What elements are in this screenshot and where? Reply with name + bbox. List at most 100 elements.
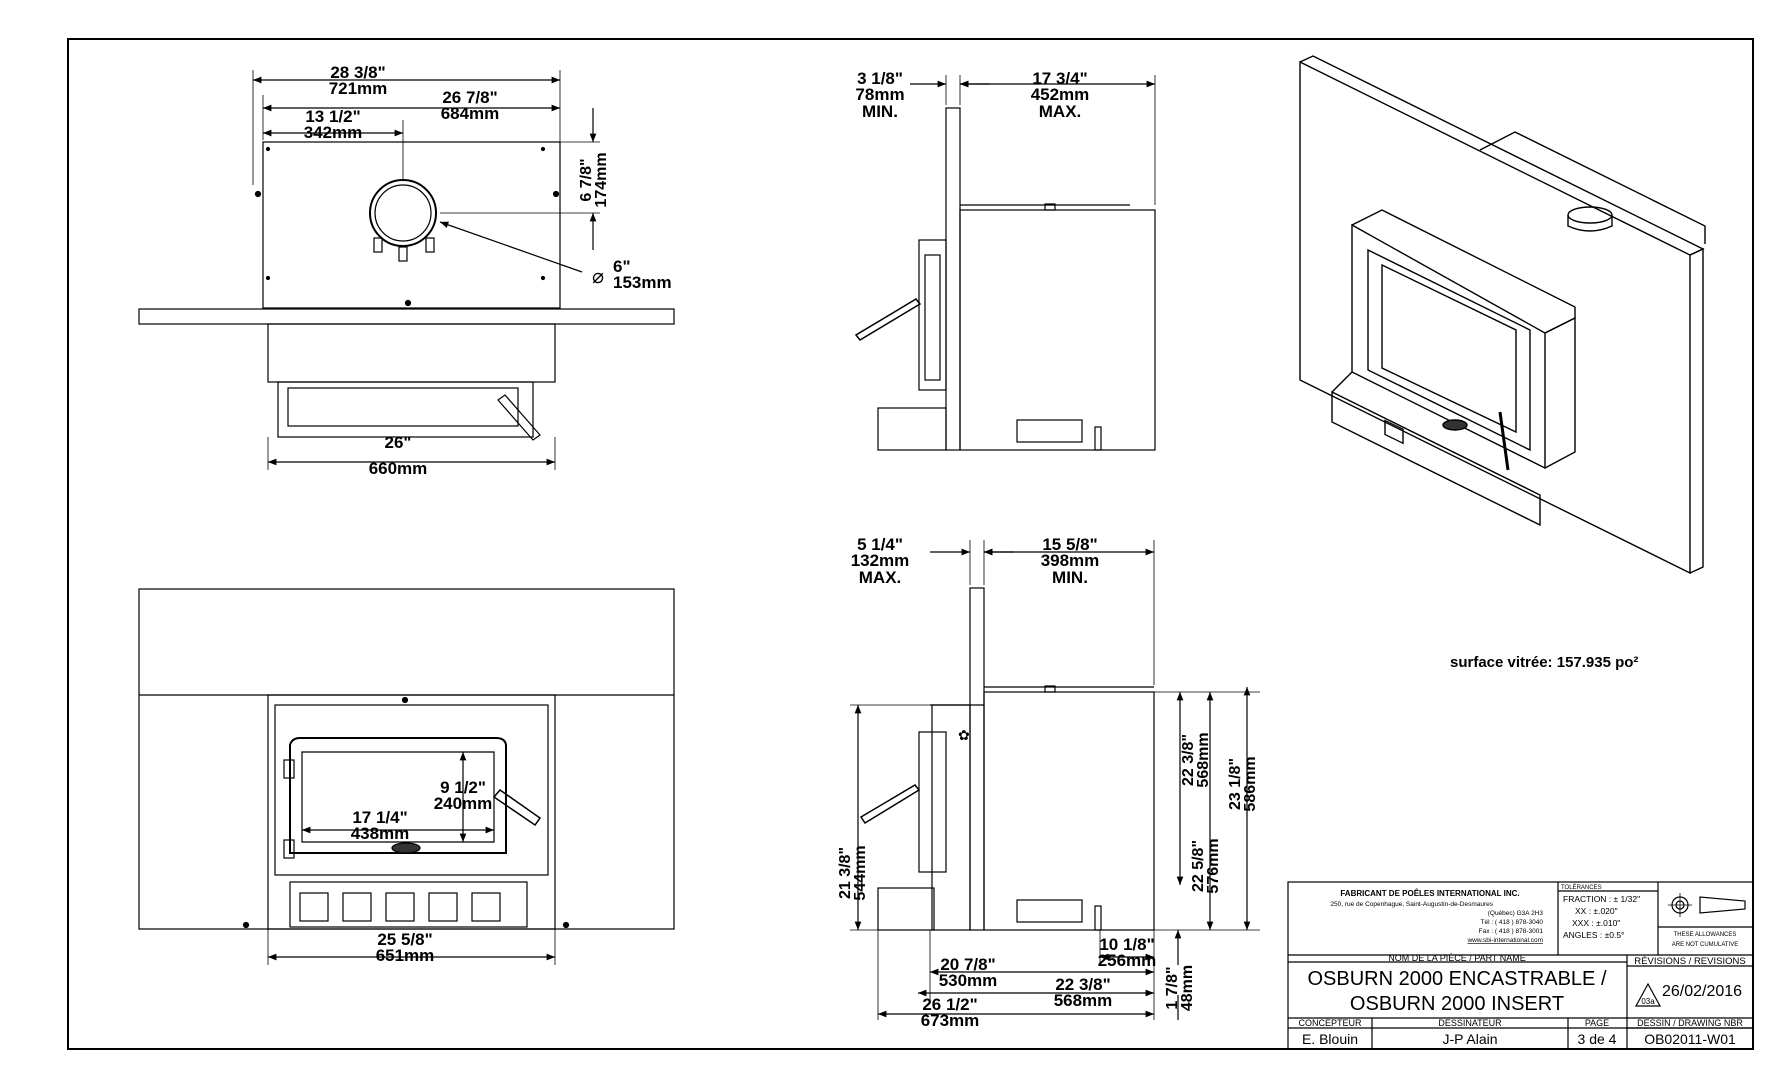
diameter-symbol-icon: ⌀	[592, 266, 604, 288]
drafter-name: J-P Alain	[1443, 1031, 1498, 1047]
front-width-in: 25 5/8"	[377, 930, 432, 949]
flue-depth-mm: 174mm	[593, 152, 610, 207]
drafter-label: DESSINATEUR	[1438, 1018, 1502, 1028]
upper-depth-mm: 452mm	[1031, 85, 1090, 104]
surround-plate	[138, 308, 675, 325]
drawing-number-label: DESSIN / DRAWING NBR	[1637, 1018, 1743, 1028]
flue-tab-left	[373, 237, 383, 253]
page-number: 3 de 4	[1578, 1031, 1617, 1047]
part-name-1: OSBURN 2000 ENCASTRABLE /	[1308, 968, 1607, 990]
company-address1: 250, rue de Copenhague, Saint-Augustin-d…	[1330, 901, 1493, 908]
front-handle	[492, 788, 542, 827]
front-body	[267, 694, 556, 930]
front-view	[138, 588, 675, 965]
front-ashlip	[289, 881, 528, 928]
revisions-label: RÉVISIONS / REVISIONS	[1634, 956, 1745, 967]
flue-depth-in: 6 7/8"	[578, 158, 595, 201]
lower-gap-note: MAX.	[859, 568, 902, 587]
flue-offset-mm: 342mm	[304, 123, 363, 142]
depth-total-in: 26 1/2"	[922, 995, 977, 1014]
glass-height-in: 9 1/2"	[440, 778, 486, 797]
flue-collar-inner	[374, 184, 432, 242]
flue-diameter-mm: 153mm	[613, 273, 672, 292]
depth-b-in: 22 3/8"	[1055, 975, 1110, 994]
height-front-mm: 544mm	[852, 845, 869, 900]
flue-tab-right	[425, 237, 435, 253]
lower-handle	[859, 784, 921, 825]
revision-code: 03a	[1641, 997, 1655, 1006]
depth-b-mm: 568mm	[1054, 991, 1113, 1010]
height-overall-in: 23 1/8"	[1227, 758, 1244, 810]
front-logo	[391, 842, 421, 854]
front-width-mm: 651mm	[376, 946, 435, 965]
lower-surround-edge	[969, 587, 985, 931]
hole-spacing-in: 26 7/8"	[442, 88, 497, 107]
flue-offset-in: 13 1/2"	[305, 107, 360, 126]
depth-a-in: 20 7/8"	[940, 955, 995, 974]
company-tel: Tél : ( 418 ) 878-3040	[1480, 919, 1543, 926]
iso-handle	[1498, 411, 1510, 471]
company-name: FABRICANT DE POÊLES INTERNATIONAL INC.	[1340, 889, 1519, 898]
front-door-top	[277, 381, 534, 438]
flue-diameter-in: 6"	[613, 257, 631, 276]
front-door	[289, 737, 507, 854]
tolerances-label: TOLÉRANCES	[1561, 884, 1602, 891]
revision-triangle-icon	[1634, 982, 1662, 1007]
side-view-upper	[854, 75, 1156, 451]
tol-xxx: XXX : ±.010"	[1572, 918, 1620, 928]
top-view	[138, 70, 675, 470]
body-width-mm: 660mm	[369, 459, 428, 478]
sheet-border	[67, 38, 1754, 1050]
company-fax: Fax : ( 418 ) 878-3001	[1479, 928, 1544, 935]
lower-ashlip	[877, 887, 935, 931]
lower-depth-in: 15 5/8"	[1042, 535, 1097, 554]
lower-gap-in: 5 1/4"	[857, 535, 903, 554]
upper-gap-mm: 78mm	[855, 85, 904, 104]
hole-spacing-mm: 684mm	[441, 104, 500, 123]
height-back-in: 22 5/8"	[1190, 840, 1207, 892]
depth-a-mm: 530mm	[939, 971, 998, 990]
upper-gap-note: MIN.	[862, 102, 898, 121]
height-front-in: 21 3/8"	[837, 847, 854, 899]
body-width-in: 26"	[385, 433, 412, 452]
tol-angles: ANGLES : ±0.5°	[1563, 930, 1624, 940]
lower-depth-mm: 398mm	[1041, 551, 1100, 570]
designer-name: E. Blouin	[1302, 1031, 1358, 1047]
leg-offset-in: 10 1/8"	[1099, 935, 1154, 954]
upper-body	[959, 209, 1156, 451]
company-address2: (Québec) G3A 2H3	[1488, 910, 1544, 917]
page-label: PAGE	[1585, 1018, 1609, 1028]
height-inner-in: 22 3/8"	[1180, 734, 1197, 786]
flue-tab-center	[398, 246, 408, 262]
iso-door	[1367, 248, 1531, 452]
glass-area-label: surface vitrée: 157.935 po²	[1450, 654, 1638, 671]
designer-label: CONCEPTEUR	[1298, 1018, 1362, 1028]
title-block	[1287, 881, 1754, 1050]
height-overall-mm: 586mm	[1242, 756, 1259, 811]
allowances-2: ARE NOT CUMULATIVE	[1672, 942, 1738, 948]
part-name-label: NOM DE LA PIÈCE / PART NAME	[1388, 953, 1526, 963]
flue-collar-outer	[369, 179, 437, 247]
top-plate	[262, 141, 561, 309]
flower-emblem-icon: ✿	[958, 727, 970, 743]
glass-width-in: 17 1/4"	[352, 808, 407, 827]
glass-height-mm: 240mm	[434, 794, 493, 813]
front-surround	[138, 588, 675, 930]
upper-depth-in: 17 3/4"	[1032, 69, 1087, 88]
allowances-1: THESE ALLOWANCES	[1674, 932, 1737, 938]
lower-door-side	[918, 731, 947, 873]
height-back-mm: 576mm	[1205, 838, 1222, 893]
base-height-mm: 48mm	[1179, 965, 1196, 1011]
insert-body	[267, 323, 556, 383]
revision-date: 26/02/2016	[1662, 983, 1742, 1000]
handle-top	[497, 394, 541, 441]
drawing-number: OB02011-W01	[1644, 1031, 1736, 1047]
tol-fraction: FRACTION : ± 1/32"	[1563, 894, 1640, 904]
part-name-2: OSBURN 2000 INSERT	[1350, 993, 1564, 1015]
iso-ashlip	[1331, 390, 1541, 527]
height-inner-mm: 568mm	[1195, 732, 1212, 787]
upper-handle	[854, 298, 922, 341]
overall-width-in: 28 3/8"	[330, 63, 385, 82]
upper-depth-note: MAX.	[1039, 102, 1082, 121]
